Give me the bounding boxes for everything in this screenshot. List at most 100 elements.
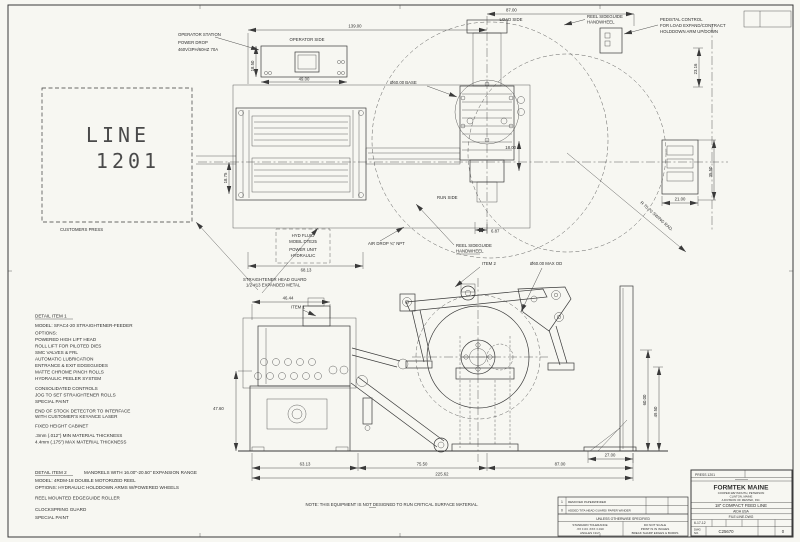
hyd-note-2: MOBIL DTE25 <box>289 239 317 244</box>
dim-18-75: 18.75 <box>223 172 228 183</box>
right-pedestal-plan <box>661 139 699 195</box>
item2-label: ITEM 2 <box>482 261 496 266</box>
dim-27-00: 27.00 <box>605 453 616 458</box>
title-block: PRESS 1201 FORMTEK MAINE COOPER-WEYMOUTH… <box>690 469 793 537</box>
feed-strip-plan <box>365 147 461 165</box>
dim-75-50: 75.50 <box>417 462 428 467</box>
detail1-line: HYDRAULIC PEELER SYSTEM <box>35 376 101 381</box>
hydraulic-power-unit-note: HYD FLUID MOBIL DTE25 POWER UNIT HYDRAUL… <box>275 228 331 264</box>
detail-item-2-notes: DETAIL ITEM 2 MANDRELS WITH 16.00"-20.50… <box>35 470 197 520</box>
rev-row-desc: ADDED TITA HEAD GUARD/ PAPER WINDER <box>568 509 632 513</box>
load-side-label: LOAD SIDE <box>500 17 523 22</box>
detail1-line: SMC VALVES & FRL <box>35 350 78 355</box>
dim-60-00: 60.00 <box>642 394 647 405</box>
detail1-line: WITH CUSTOMER'S KEYANCE LASER <box>35 414 118 419</box>
detail1-line: ENTRANCE & EXIT EDGEGUIDES <box>35 363 108 368</box>
detail2-title: DETAIL ITEM 2 <box>35 470 67 475</box>
company-name: FORMTEK MAINE <box>714 485 770 492</box>
detail1-line: MODEL: SFAC4-20 STRAIGHTENER-FEEDER <box>35 323 133 328</box>
customers-press-outline: LINE 1201 CUSTOMERS PRESS <box>41 87 236 232</box>
front-view: STRAIGHTENER HEAD GUARD 1/2-#13 EXPANDED… <box>213 261 668 481</box>
tolerance-right-2: PRINT IS IN INCHES <box>641 527 670 531</box>
pedestal-control-plan <box>599 27 623 54</box>
operator-station-label: OPERATOR STATION <box>178 32 221 37</box>
company-sub-1: COOPER-WEYMOUTH, PETERSON <box>718 491 765 495</box>
dim-47-60: 47.60 <box>213 406 224 411</box>
bottom-dimensions: 63.13 75.50 87.00 225.62 <box>251 453 634 481</box>
tolerance-block: UNLESS OTHERWISE SPECIFIED STANDARD TOLE… <box>558 517 688 536</box>
pedestal-label-3: HOLDDOWN ARM UP/DOWN <box>660 29 718 34</box>
detail1-title: DETAIL ITEM 1 <box>35 314 67 319</box>
base-diameter-label: Ø60.00 BASE <box>390 80 417 85</box>
revision-number: 0 <box>782 529 785 534</box>
rev-row-desc: REMOVED PAPERWINDER <box>568 500 607 504</box>
pedestal-label-1: PEDISTAL CONTROL <box>660 17 703 22</box>
corner-reference-box <box>743 10 792 28</box>
drawing-number: C25670 <box>718 529 734 534</box>
machine-envelope <box>232 84 531 229</box>
file-name: FILE:LINE.DWG <box>729 515 754 519</box>
detail1-line: JOG TO SET STRAIGHTENER ROLLS <box>35 393 116 398</box>
dim-225-62: 225.62 <box>435 472 449 477</box>
dim-63-13: 63.13 <box>300 462 311 467</box>
hyd-note-4: HYDRAULIC <box>291 253 316 258</box>
detail2-line: REEL MOUNTED EDGEGUIDE ROLLER <box>35 496 121 501</box>
tolerance-right-3: BREAK SHARP EDGES & BURRS <box>632 531 679 535</box>
sheet-border <box>7 4 794 538</box>
detail2-line: MODEL: 4RDM-18 DOUBLE MOTORIZED REEL <box>35 478 136 483</box>
detail1-line: SPECIAL PAINT <box>35 399 69 404</box>
tolerance-right-1: DO NOT SCALE <box>644 523 666 527</box>
detail1-line: MATTE CHROME PINCH ROLLS <box>35 370 104 375</box>
detail2-line: CLOCKSPRING GUARD <box>35 507 87 512</box>
dim-21-00: 21.00 <box>675 197 686 202</box>
dim-87-00-top: 87.00 <box>506 8 517 13</box>
max-od-label: Ø60.00 MAX OD <box>530 261 562 266</box>
holddown-swing-circle <box>467 53 667 253</box>
press-reference: PRESS 1201 <box>695 473 715 477</box>
threading-ramp <box>350 347 449 453</box>
dim-68-13: 68.13 <box>301 268 312 273</box>
reel-sideguide-bottom-label-1: REEL SIDEGUIDE <box>456 243 492 248</box>
tolerance-left-1: STANDARD TOLERANCE <box>572 523 607 527</box>
tolerance-left-3: ANGLES ±1/2° <box>580 531 601 535</box>
head-guard-outline <box>242 317 357 389</box>
holddown-arm-beam <box>405 288 548 312</box>
dim-6-87: 6.87 <box>491 229 500 234</box>
drawing-date: 6-17-12 <box>694 521 706 525</box>
detail1-line: OPTIONS: <box>35 331 57 336</box>
pedestal-label-2: FOR LOAD EXPAND/CONTRACT <box>660 23 726 28</box>
coil-keeper-guard <box>583 285 637 452</box>
straightener-feeder-plan <box>235 107 367 201</box>
reel-sideguide-top-label-1: REEL SIDEGUIDE <box>587 14 623 19</box>
dwg-no-label-2: NO. <box>694 531 699 535</box>
dim-87-00: 87.00 <box>555 462 566 467</box>
product-title: 18" COMPACT FEED LINE <box>715 503 767 508</box>
arm-pivot-plate <box>517 286 572 332</box>
hyd-note-1: HYD FLUID <box>292 233 315 238</box>
dim-35-50: 35.50 <box>708 166 713 177</box>
press-line-number-1: LINE <box>86 123 150 147</box>
plan-view: LINE 1201 CUSTOMERS PRESS R 70.70 SWING … <box>41 8 728 294</box>
detail2-line: OPTIONS: HYDRAULIC HOLDDOWN ARMS W/POWER… <box>35 485 179 490</box>
air-drop-label: AIR DROP ¾" NPT <box>368 241 405 246</box>
dim-18-00: 18.00 <box>505 145 516 150</box>
customers-press-label: CUSTOMERS PRESS <box>60 227 103 232</box>
detail2-title-cont: MANDRELS WITH 16.00"-20.50" EXPANSION RA… <box>84 470 197 475</box>
dim-139-00: 139.00 <box>348 24 362 29</box>
hyd-note-3: POWER UNIT <box>289 247 317 252</box>
dim-18-50: 18.50 <box>250 60 255 71</box>
dim-49-00: 49.00 <box>299 77 310 82</box>
detail1-line: ROLL LIFT FOR PILOTED DIES <box>35 344 101 349</box>
tolerance-left-2: .XX ±.03 .XXX ±.010 <box>576 527 604 531</box>
operator-side-label: OPERATOR SIDE <box>290 37 325 42</box>
item1-label: ITEM 1 <box>291 305 305 310</box>
coil-swing-circle <box>371 21 609 259</box>
power-drop-label-2: 460V/3PH/60HZ 70A <box>178 47 218 52</box>
detail1-line: POWERED HIGH LIFT HEAD <box>35 337 97 342</box>
detail1-line: END OF STOCK DETECTOR TO INTERFACE <box>35 409 130 414</box>
detail-item-1-notes: DETAIL ITEM 1 MODEL: SFAC4-20 STRAIGHTEN… <box>35 314 133 445</box>
operator-console-plan <box>260 45 348 78</box>
holddown-wheel <box>460 285 476 301</box>
dim-49-50: 49.50 <box>653 406 658 417</box>
